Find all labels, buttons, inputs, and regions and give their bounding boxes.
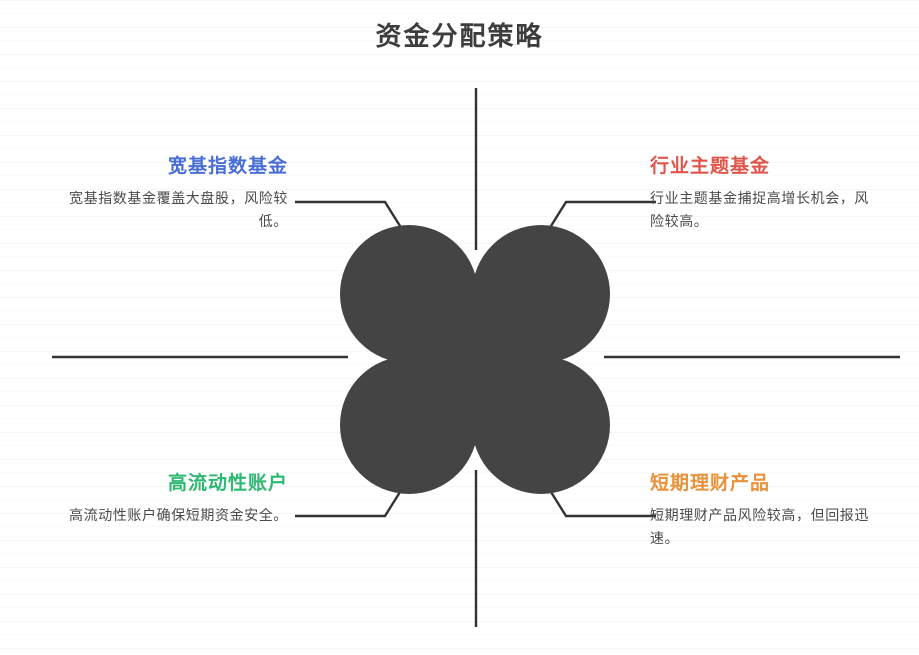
quadrant-top-left-label: 宽基指数基金 — [167, 155, 288, 177]
quadrant-bottom-left-description: 高流动性账户确保短期资金安全。 — [69, 507, 288, 524]
quadrant-top-right-description: 行业主题基金捕捉高增长机会，风险较高。 — [650, 190, 869, 230]
quadrant-bottom-right-description: 短期理财产品风险较高，但回报迅速。 — [650, 507, 869, 547]
quadrant-top-right-label: 行业主题基金 — [650, 155, 771, 177]
quadrant-top-left[interactable]: 宽基指数基金 宽基指数基金覆盖大盘股，风险较低。 — [58, 155, 288, 234]
quadrant-bottom-right-label: 短期理财产品 — [650, 472, 771, 494]
quadrant-bottom-left-label: 高流动性账户 — [167, 472, 288, 494]
quadrant-top-left-description: 宽基指数基金覆盖大盘股，风险较低。 — [69, 190, 288, 230]
center-clover-shape — [340, 225, 610, 494]
quadrant-bottom-right[interactable]: 短期理财产品 短期理财产品风险较高，但回报迅速。 — [650, 472, 880, 551]
quadrant-top-right[interactable]: 行业主题基金 行业主题基金捕捉高增长机会，风险较高。 — [650, 155, 880, 234]
page-title: 资金分配策略 — [375, 22, 544, 52]
quadrant-bottom-left[interactable]: 高流动性账户 高流动性账户确保短期资金安全。 — [58, 472, 288, 528]
clover-center-fill — [409, 294, 541, 425]
